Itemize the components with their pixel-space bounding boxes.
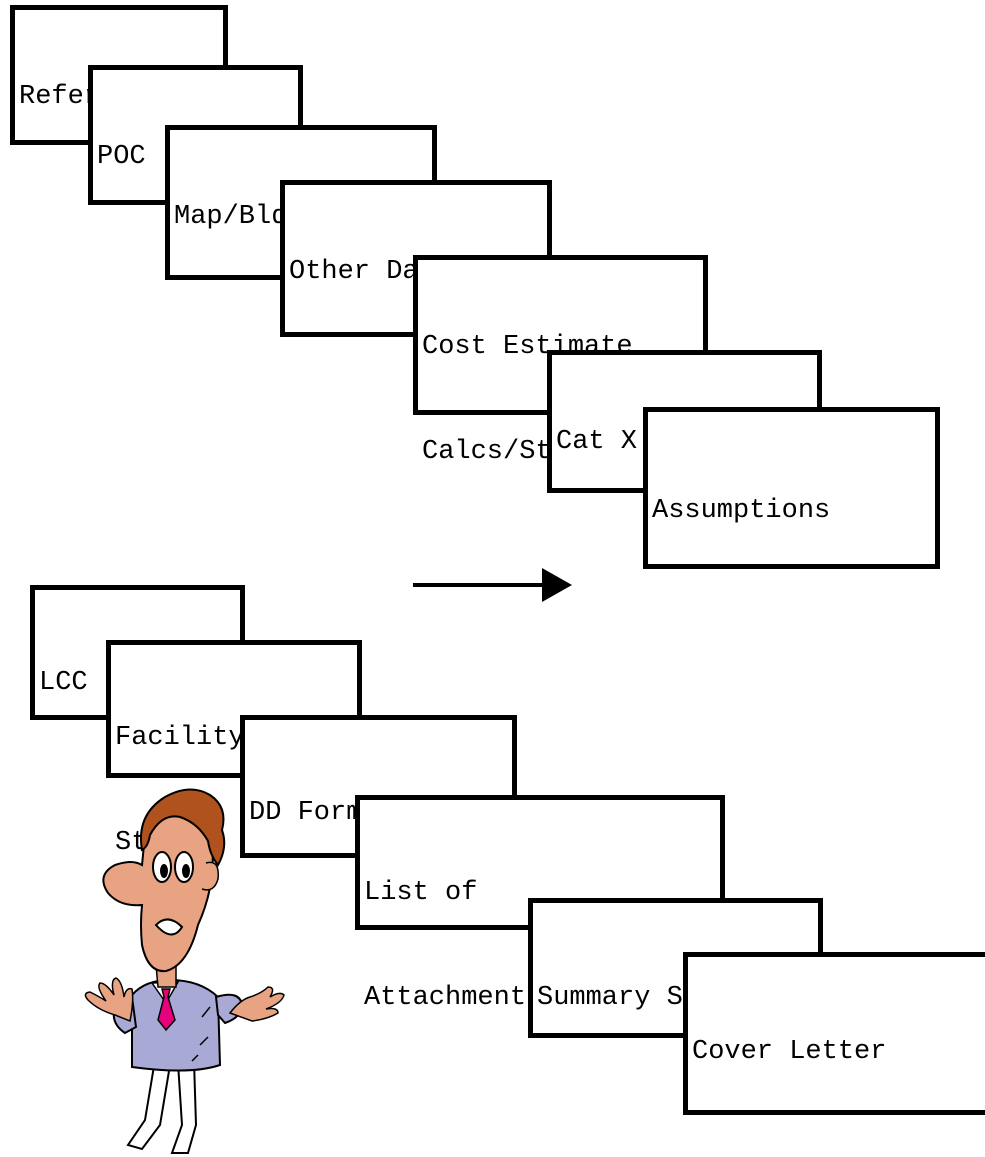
doc-label: List of	[364, 878, 478, 908]
confused-man-illustration	[84, 788, 285, 1154]
doc-label: Attachments	[364, 983, 543, 1013]
doc-label: Cat X	[556, 427, 638, 457]
doc-label: Facility	[115, 723, 245, 753]
arrow-right-icon	[413, 568, 572, 602]
doc-label: LCC	[39, 668, 88, 698]
doc-assumptions: Assumptions	[643, 407, 940, 569]
doc-cover-letter: Cover Letter	[683, 952, 985, 1115]
doc-label: Cover Letter	[692, 1037, 887, 1067]
doc-label: POC	[97, 142, 146, 172]
doc-label: Assumptions	[652, 496, 831, 526]
